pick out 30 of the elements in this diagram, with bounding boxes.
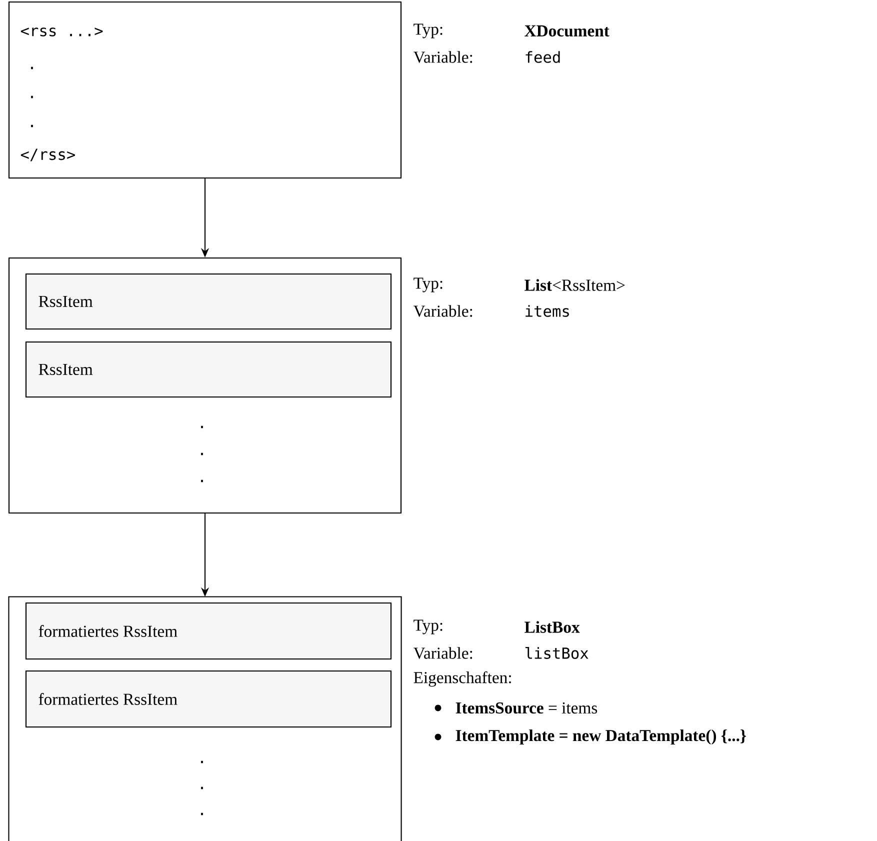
- item-box: RssItem: [25, 273, 392, 330]
- ellipsis-dot: .: [201, 452, 203, 456]
- item-box: formatiertes RssItem: [25, 602, 392, 660]
- code-line: </rss>: [20, 148, 75, 162]
- type-label: Typ:: [414, 278, 442, 292]
- type-name: ListBox: [524, 621, 580, 633]
- ellipsis-dot: .: [31, 66, 33, 70]
- type-name: XDocument: [524, 25, 610, 37]
- item-box: RssItem: [25, 341, 392, 398]
- variable-name: feed: [526, 51, 560, 63]
- variable-name: items: [526, 305, 569, 317]
- ellipsis-dot: .: [201, 760, 203, 764]
- variable-label: Variable:: [413, 51, 472, 63]
- type-label: Typ:: [414, 620, 442, 634]
- ellipsis-dot: .: [201, 812, 203, 816]
- ellipsis-dot: .: [31, 124, 33, 128]
- ellipsis-dot: .: [201, 786, 203, 790]
- type-label: Typ:: [414, 24, 442, 38]
- ellipsis-dot: .: [201, 480, 203, 482]
- ellipsis-dot: .: [201, 426, 203, 428]
- item-box: formatiertes RssItem: [25, 670, 392, 728]
- properties-heading: Eigenschaften:: [414, 671, 511, 687]
- bullet-item: ItemsSource = items: [434, 702, 598, 714]
- ellipsis-dot: .: [31, 96, 33, 98]
- variable-name: listBox: [525, 647, 588, 659]
- type-name: List<RssItem>: [524, 279, 625, 291]
- variable-label: Variable:: [413, 647, 472, 659]
- bullet-item: ItemTemplate = new DataTemplate() {...}: [434, 729, 746, 745]
- variable-label: Variable:: [413, 305, 472, 317]
- code-line: <rss ...>: [20, 28, 103, 36]
